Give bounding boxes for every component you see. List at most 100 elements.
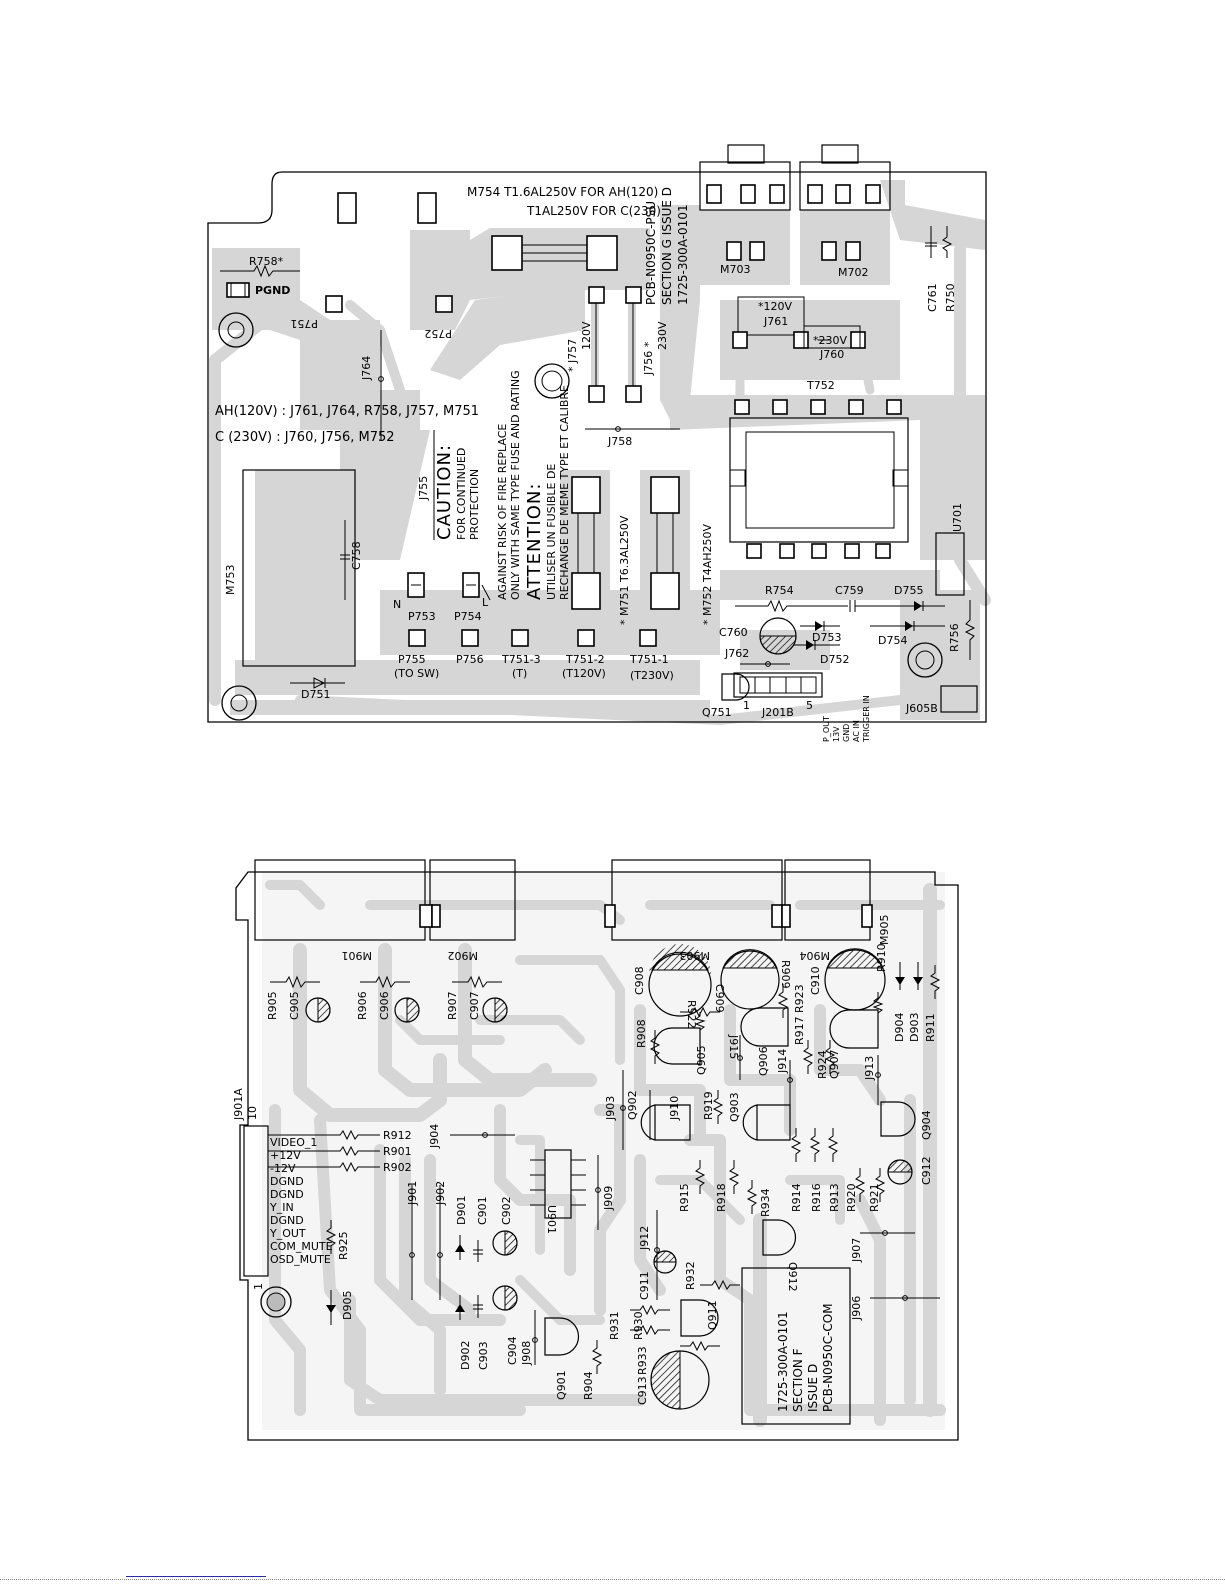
- label-j761: J761: [763, 315, 788, 328]
- label-c758: C758: [350, 541, 363, 570]
- label-connector-pin-top: 10: [246, 1106, 259, 1120]
- label-p754: P754: [454, 610, 482, 623]
- top-connectors: [254, 859, 873, 941]
- label-c759: C759: [835, 584, 864, 597]
- label-r934: R934: [759, 1188, 772, 1217]
- label-r908: R908: [635, 1019, 648, 1048]
- label-r911: R911: [924, 1013, 937, 1042]
- label-p752: P752: [424, 327, 452, 340]
- footer-link-underline: [126, 1576, 266, 1577]
- label-fuse-m751: * M751 T6.3AL250V: [618, 515, 631, 625]
- label-m901: M901: [342, 949, 373, 962]
- caution-line-4: ONLY WITH SAME TYPE FUSE AND RATING: [509, 370, 522, 600]
- label-l: L: [482, 596, 489, 609]
- label-u701: U701: [951, 503, 964, 532]
- mounting-hole: [221, 685, 257, 721]
- connector-pin-label: OSD_MUTE: [270, 1253, 331, 1266]
- mounting-hole: [534, 363, 570, 399]
- label-q902: Q902: [626, 1090, 639, 1120]
- label-c906: C906: [378, 991, 391, 1020]
- label-r920: R920: [845, 1183, 858, 1212]
- label-j757: * J757: [566, 339, 579, 372]
- label-pin1: 1: [743, 699, 750, 712]
- label-j901: J901: [406, 1181, 419, 1206]
- label-q905: Q905: [695, 1045, 708, 1075]
- connector-j901a: [243, 1125, 269, 1277]
- config-c: C (230V) : J760, J756, M752: [215, 430, 395, 445]
- label-d751: D751: [301, 688, 330, 701]
- label-m902: M902: [448, 949, 479, 962]
- label-d754: D754: [878, 634, 907, 647]
- j201b-pin-label: GND: [842, 724, 851, 742]
- attention-line-1: UTILISER UN FUSIBLE DE: [545, 464, 558, 600]
- com-board-outline: [235, 871, 959, 1441]
- label-j903: J903: [604, 1096, 617, 1121]
- label-u901: U901: [545, 1205, 558, 1234]
- connector-pin-label: -12V: [270, 1162, 296, 1175]
- fuse-m751: [571, 476, 601, 610]
- com-text: J901A 10 1 VIDEO_1 +12V -12V DGND DGND Y…: [232, 915, 937, 1413]
- label-m903: M903: [680, 949, 711, 962]
- label-r912: R912: [383, 1129, 412, 1142]
- caution-line-2: PROTECTION: [468, 469, 481, 540]
- label-r924: R924: [816, 1050, 829, 1079]
- label-r916: R916: [810, 1183, 823, 1212]
- label-r918: R918: [715, 1183, 728, 1212]
- label-j762: J762: [724, 647, 749, 660]
- label-t751-2: T751-2: [565, 653, 605, 666]
- label-d901: D901: [455, 1196, 468, 1225]
- label-c904: C904: [506, 1336, 519, 1365]
- label-p755: P755: [398, 653, 426, 666]
- label-p755-sub: (TO SW): [394, 667, 439, 680]
- label-r910: R910: [875, 943, 888, 972]
- j201b-pin-label: 13V: [832, 726, 841, 742]
- label-r923: R923: [793, 984, 806, 1013]
- ic-u901: [544, 1149, 572, 1219]
- label-t751-3-sub: (T): [512, 667, 527, 680]
- label-j758: J758: [607, 435, 632, 448]
- label-j909: J909: [602, 1186, 615, 1211]
- fuse-m754: [491, 235, 618, 271]
- label-c908: C908: [633, 966, 646, 995]
- label-q912: Q912: [786, 1262, 799, 1292]
- j201b-pin-label: TRIGGER IN: [862, 695, 871, 743]
- label-j907: J907: [850, 1238, 863, 1263]
- label-r906: R906: [356, 991, 369, 1020]
- label-d904: D904: [893, 1013, 906, 1042]
- label-r756: R756: [948, 623, 961, 652]
- label-c760: C760: [719, 626, 748, 639]
- label-q903: Q903: [728, 1092, 741, 1122]
- label-j760: J760: [819, 348, 844, 361]
- label-j755: J755: [417, 476, 430, 501]
- fuse-m752: [650, 476, 680, 610]
- label-t751-1: T751-1: [629, 653, 669, 666]
- label-j910: J910: [668, 1096, 681, 1121]
- fuse-spec-line2: T1AL250V FOR C(230): [526, 204, 661, 218]
- label-d903: D903: [908, 1013, 921, 1042]
- label-n: N: [393, 598, 401, 611]
- com-board-id-3: ISSUE D: [806, 1364, 820, 1412]
- label-r907: R907: [446, 991, 459, 1020]
- footer-divider: [0, 1579, 1225, 1580]
- label-j906: J906: [850, 1296, 863, 1321]
- label-p756: P756: [456, 653, 484, 666]
- label-r919: R919: [702, 1091, 715, 1120]
- transformer-t752: [729, 399, 909, 559]
- label-j761-voltage: *120V: [758, 300, 792, 313]
- label-r932: R932: [684, 1261, 697, 1290]
- label-j908: J908: [520, 1341, 533, 1366]
- label-fuse-m752: * M752 T4AH250V: [701, 524, 714, 625]
- label-j914: J914: [776, 1049, 789, 1074]
- label-c909: C909: [713, 984, 726, 1013]
- psu-board-id-2: SECTION G ISSUE D: [660, 187, 674, 305]
- caution-line-1: FOR CONTINUED: [455, 448, 468, 540]
- label-q907: Q907: [828, 1049, 841, 1079]
- label-c903: C903: [477, 1341, 490, 1370]
- label-c907: C907: [468, 991, 481, 1020]
- label-q911: Q911: [706, 1300, 719, 1330]
- label-c913: C913: [636, 1376, 649, 1405]
- label-c901: C901: [476, 1196, 489, 1225]
- label-r922: R922: [685, 1000, 698, 1029]
- connector-pin-label: +12V: [270, 1149, 301, 1162]
- com-board: J901A 10 1 VIDEO_1 +12V -12V DGND DGND Y…: [232, 859, 959, 1441]
